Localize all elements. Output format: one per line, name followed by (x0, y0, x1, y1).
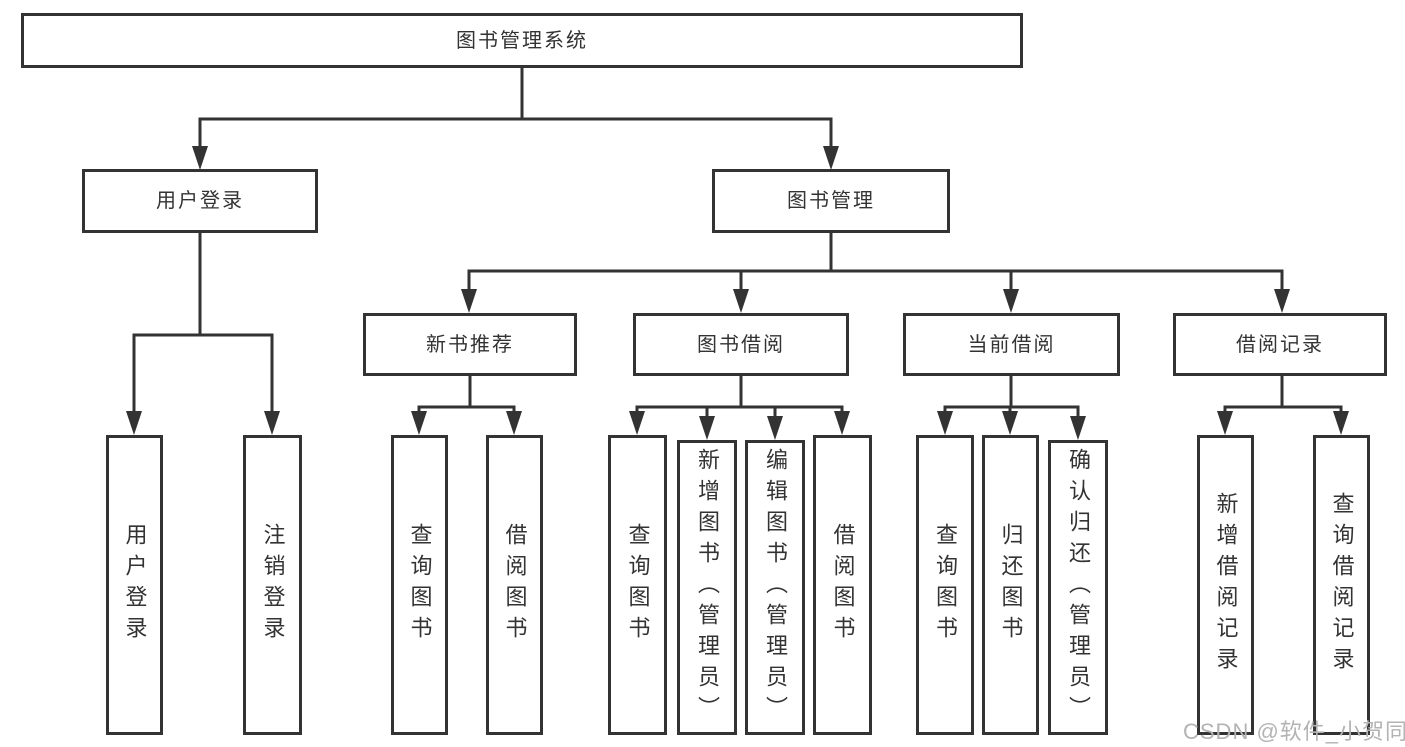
node-book-management-label: 图书管理 (787, 190, 875, 212)
leaf-add-borrow-record: 新增借阅记录 (1197, 435, 1254, 735)
leaf-borrow-books-2: 借阅图书 (813, 435, 872, 735)
leaf-return-books-label: 归还图书 (998, 523, 1024, 647)
leaf-return-books: 归还图书 (982, 435, 1039, 735)
node-user-login-module-label: 用户登录 (156, 190, 244, 212)
leaf-borrow-books-1-label: 借阅图书 (502, 523, 528, 647)
node-book-management: 图书管理 (712, 169, 950, 233)
node-new-book-recommend-label: 新书推荐 (426, 333, 514, 356)
leaf-logout-label: 注销登录 (260, 523, 286, 647)
node-borrowing-records: 借阅记录 (1173, 313, 1387, 376)
leaf-confirm-return-admin-label: 确认归还（管理员） (1066, 448, 1091, 727)
leaf-add-books-admin: 新增图书（管理员） (677, 440, 737, 735)
node-new-book-recommend: 新书推荐 (363, 313, 577, 376)
leaf-user-login-label: 用户登录 (122, 523, 148, 647)
leaf-add-borrow-record-label: 新增借阅记录 (1213, 492, 1239, 678)
leaf-user-login: 用户登录 (106, 435, 163, 735)
leaf-query-borrow-record: 查询借阅记录 (1313, 435, 1370, 735)
node-root-label: 图书管理系统 (456, 29, 588, 52)
node-current-borrowing-label: 当前借阅 (967, 333, 1056, 356)
leaf-query-books-3-label: 查询图书 (933, 523, 958, 647)
leaf-logout: 注销登录 (243, 435, 302, 735)
node-user-login-module: 用户登录 (82, 169, 318, 233)
node-book-borrowing-label: 图书借阅 (697, 333, 785, 356)
node-book-borrowing: 图书借阅 (633, 313, 849, 376)
csdn-watermark: CSDN @软件_小贺同学 (1183, 719, 1405, 744)
leaf-confirm-return-admin: 确认归还（管理员） (1048, 440, 1108, 735)
node-root: 图书管理系统 (21, 13, 1023, 68)
node-borrowing-records-label: 借阅记录 (1236, 333, 1324, 356)
leaf-add-books-admin-label: 新增图书（管理员） (695, 448, 720, 727)
leaf-query-books-2: 查询图书 (608, 435, 667, 735)
leaf-borrow-books-2-label: 借阅图书 (830, 523, 856, 647)
leaf-borrow-books-1: 借阅图书 (486, 435, 543, 735)
leaf-edit-books-admin: 编辑图书（管理员） (745, 440, 805, 735)
leaf-query-borrow-record-label: 查询借阅记录 (1329, 492, 1355, 678)
leaf-edit-books-admin-label: 编辑图书（管理员） (763, 448, 788, 727)
leaf-query-books-1: 查询图书 (391, 435, 448, 735)
leaf-query-books-2-label: 查询图书 (625, 523, 651, 647)
leaf-query-books-1-label: 查询图书 (407, 523, 433, 647)
node-current-borrowing: 当前借阅 (903, 313, 1120, 376)
leaf-query-books-3: 查询图书 (916, 435, 974, 735)
